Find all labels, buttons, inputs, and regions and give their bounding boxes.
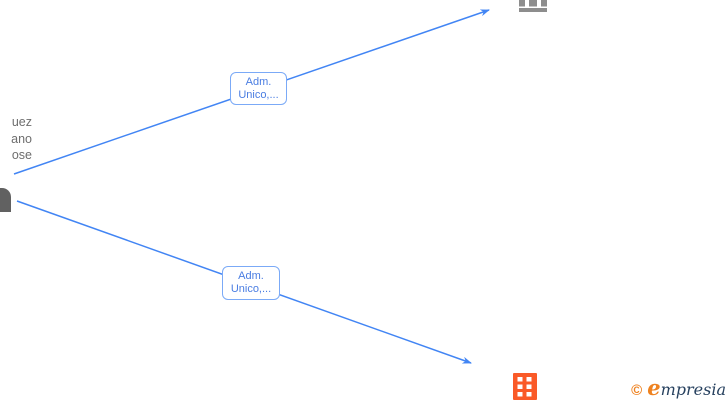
empresia-watermark: © empresia xyxy=(631,375,726,400)
edge-label-adm-unico-top[interactable]: Adm. Unico,... xyxy=(230,72,287,105)
edge-label-text: Adm. xyxy=(245,76,272,88)
edge-label-text: Adm. xyxy=(238,270,264,282)
edge-label-text: Unico,... xyxy=(230,283,272,295)
logo-text: mpresia xyxy=(660,380,726,399)
person-name-line: uez xyxy=(11,115,32,129)
empresia-logo: empresia xyxy=(647,375,726,400)
person-icon[interactable] xyxy=(0,188,11,212)
person-node-name[interactable]: uez ano ose xyxy=(0,114,32,164)
edge-label-text: Unico,... xyxy=(238,89,279,101)
edge-label-adm-unico-bottom[interactable]: Adm. Unico,... xyxy=(222,266,280,300)
person-name-line: ano xyxy=(11,131,32,146)
logo-initial: e xyxy=(647,375,661,400)
person-name-line: ose xyxy=(11,148,32,162)
building-icon-bottom[interactable] xyxy=(513,373,537,400)
building-icon-top[interactable] xyxy=(519,0,547,12)
copyright-icon: © xyxy=(631,382,643,399)
